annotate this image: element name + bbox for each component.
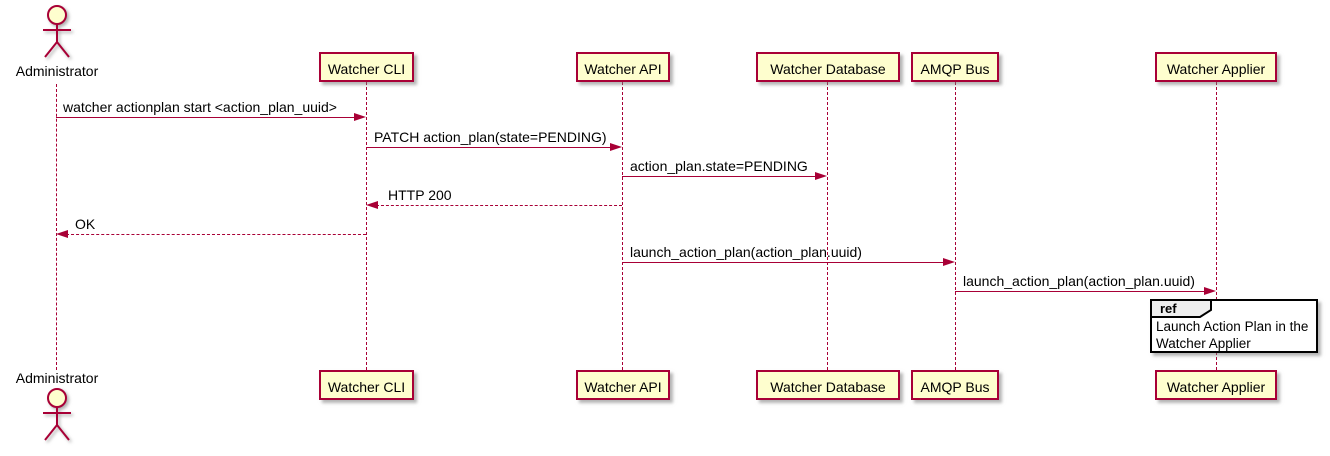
message-4-arrowhead <box>366 201 378 209</box>
message-2-line <box>366 147 612 148</box>
message-6-label: launch_action_plan(action_plan.uuid) <box>630 244 862 260</box>
participant-watcher-api-bottom: Watcher API <box>576 370 670 400</box>
message-7-label: launch_action_plan(action_plan.uuid) <box>963 273 1195 289</box>
message-5-line <box>66 234 366 235</box>
message-7-line <box>955 291 1206 292</box>
ref-header-shape <box>1150 299 1212 318</box>
message-2-label: PATCH action_plan(state=PENDING) <box>374 129 607 145</box>
lifeline-watcher-api <box>622 82 623 370</box>
message-4-line <box>376 205 622 206</box>
message-1-arrowhead <box>354 113 366 121</box>
message-5-arrowhead <box>56 230 68 238</box>
actor-icon <box>43 5 71 58</box>
lifeline-watcher-database <box>827 82 828 370</box>
message-1-label: watcher actionplan start <action_plan_uu… <box>63 99 337 115</box>
participant-watcher-cli-top: Watcher CLI <box>319 52 414 82</box>
participant-watcher-api-top: Watcher API <box>576 52 670 82</box>
participant-amqp-bus-bottom: AMQP Bus <box>911 370 999 400</box>
message-4-label: HTTP 200 <box>388 187 452 203</box>
lifeline-amqp-bus <box>955 82 956 370</box>
message-2-arrowhead <box>610 143 622 151</box>
message-3-arrowhead <box>815 172 827 180</box>
message-6-arrowhead <box>943 258 955 266</box>
lifeline-watcher-applier <box>1216 82 1217 370</box>
message-3-label: action_plan.state=PENDING <box>630 158 808 174</box>
actor-icon-bottom <box>43 388 71 441</box>
participant-watcher-database-bottom: Watcher Database <box>756 370 900 400</box>
participant-watcher-applier-top: Watcher Applier <box>1155 52 1277 82</box>
participant-watcher-database-top: Watcher Database <box>756 52 900 82</box>
ref-fragment: ref Launch Action Plan in the Watcher Ap… <box>1150 299 1318 353</box>
message-3-line <box>622 176 817 177</box>
lifeline-administrator <box>56 84 57 370</box>
message-6-line <box>622 262 945 263</box>
participant-watcher-applier-bottom: Watcher Applier <box>1155 370 1277 400</box>
message-5-label: OK <box>75 216 96 232</box>
ref-text-line2: Watcher Applier <box>1156 336 1251 351</box>
actor-label-top: Administrator <box>15 63 99 79</box>
ref-keyword: ref <box>1160 301 1177 316</box>
participant-amqp-bus-top: AMQP Bus <box>911 52 999 82</box>
lifeline-watcher-cli <box>366 82 367 370</box>
message-1-line <box>56 117 356 118</box>
actor-label-bottom: Administrator <box>15 370 99 386</box>
ref-text-line1: Launch Action Plan in the <box>1156 319 1309 334</box>
ref-text: Launch Action Plan in the Watcher Applie… <box>1156 318 1308 352</box>
message-7-arrowhead <box>1204 287 1216 295</box>
participant-watcher-cli-bottom: Watcher CLI <box>319 370 414 400</box>
